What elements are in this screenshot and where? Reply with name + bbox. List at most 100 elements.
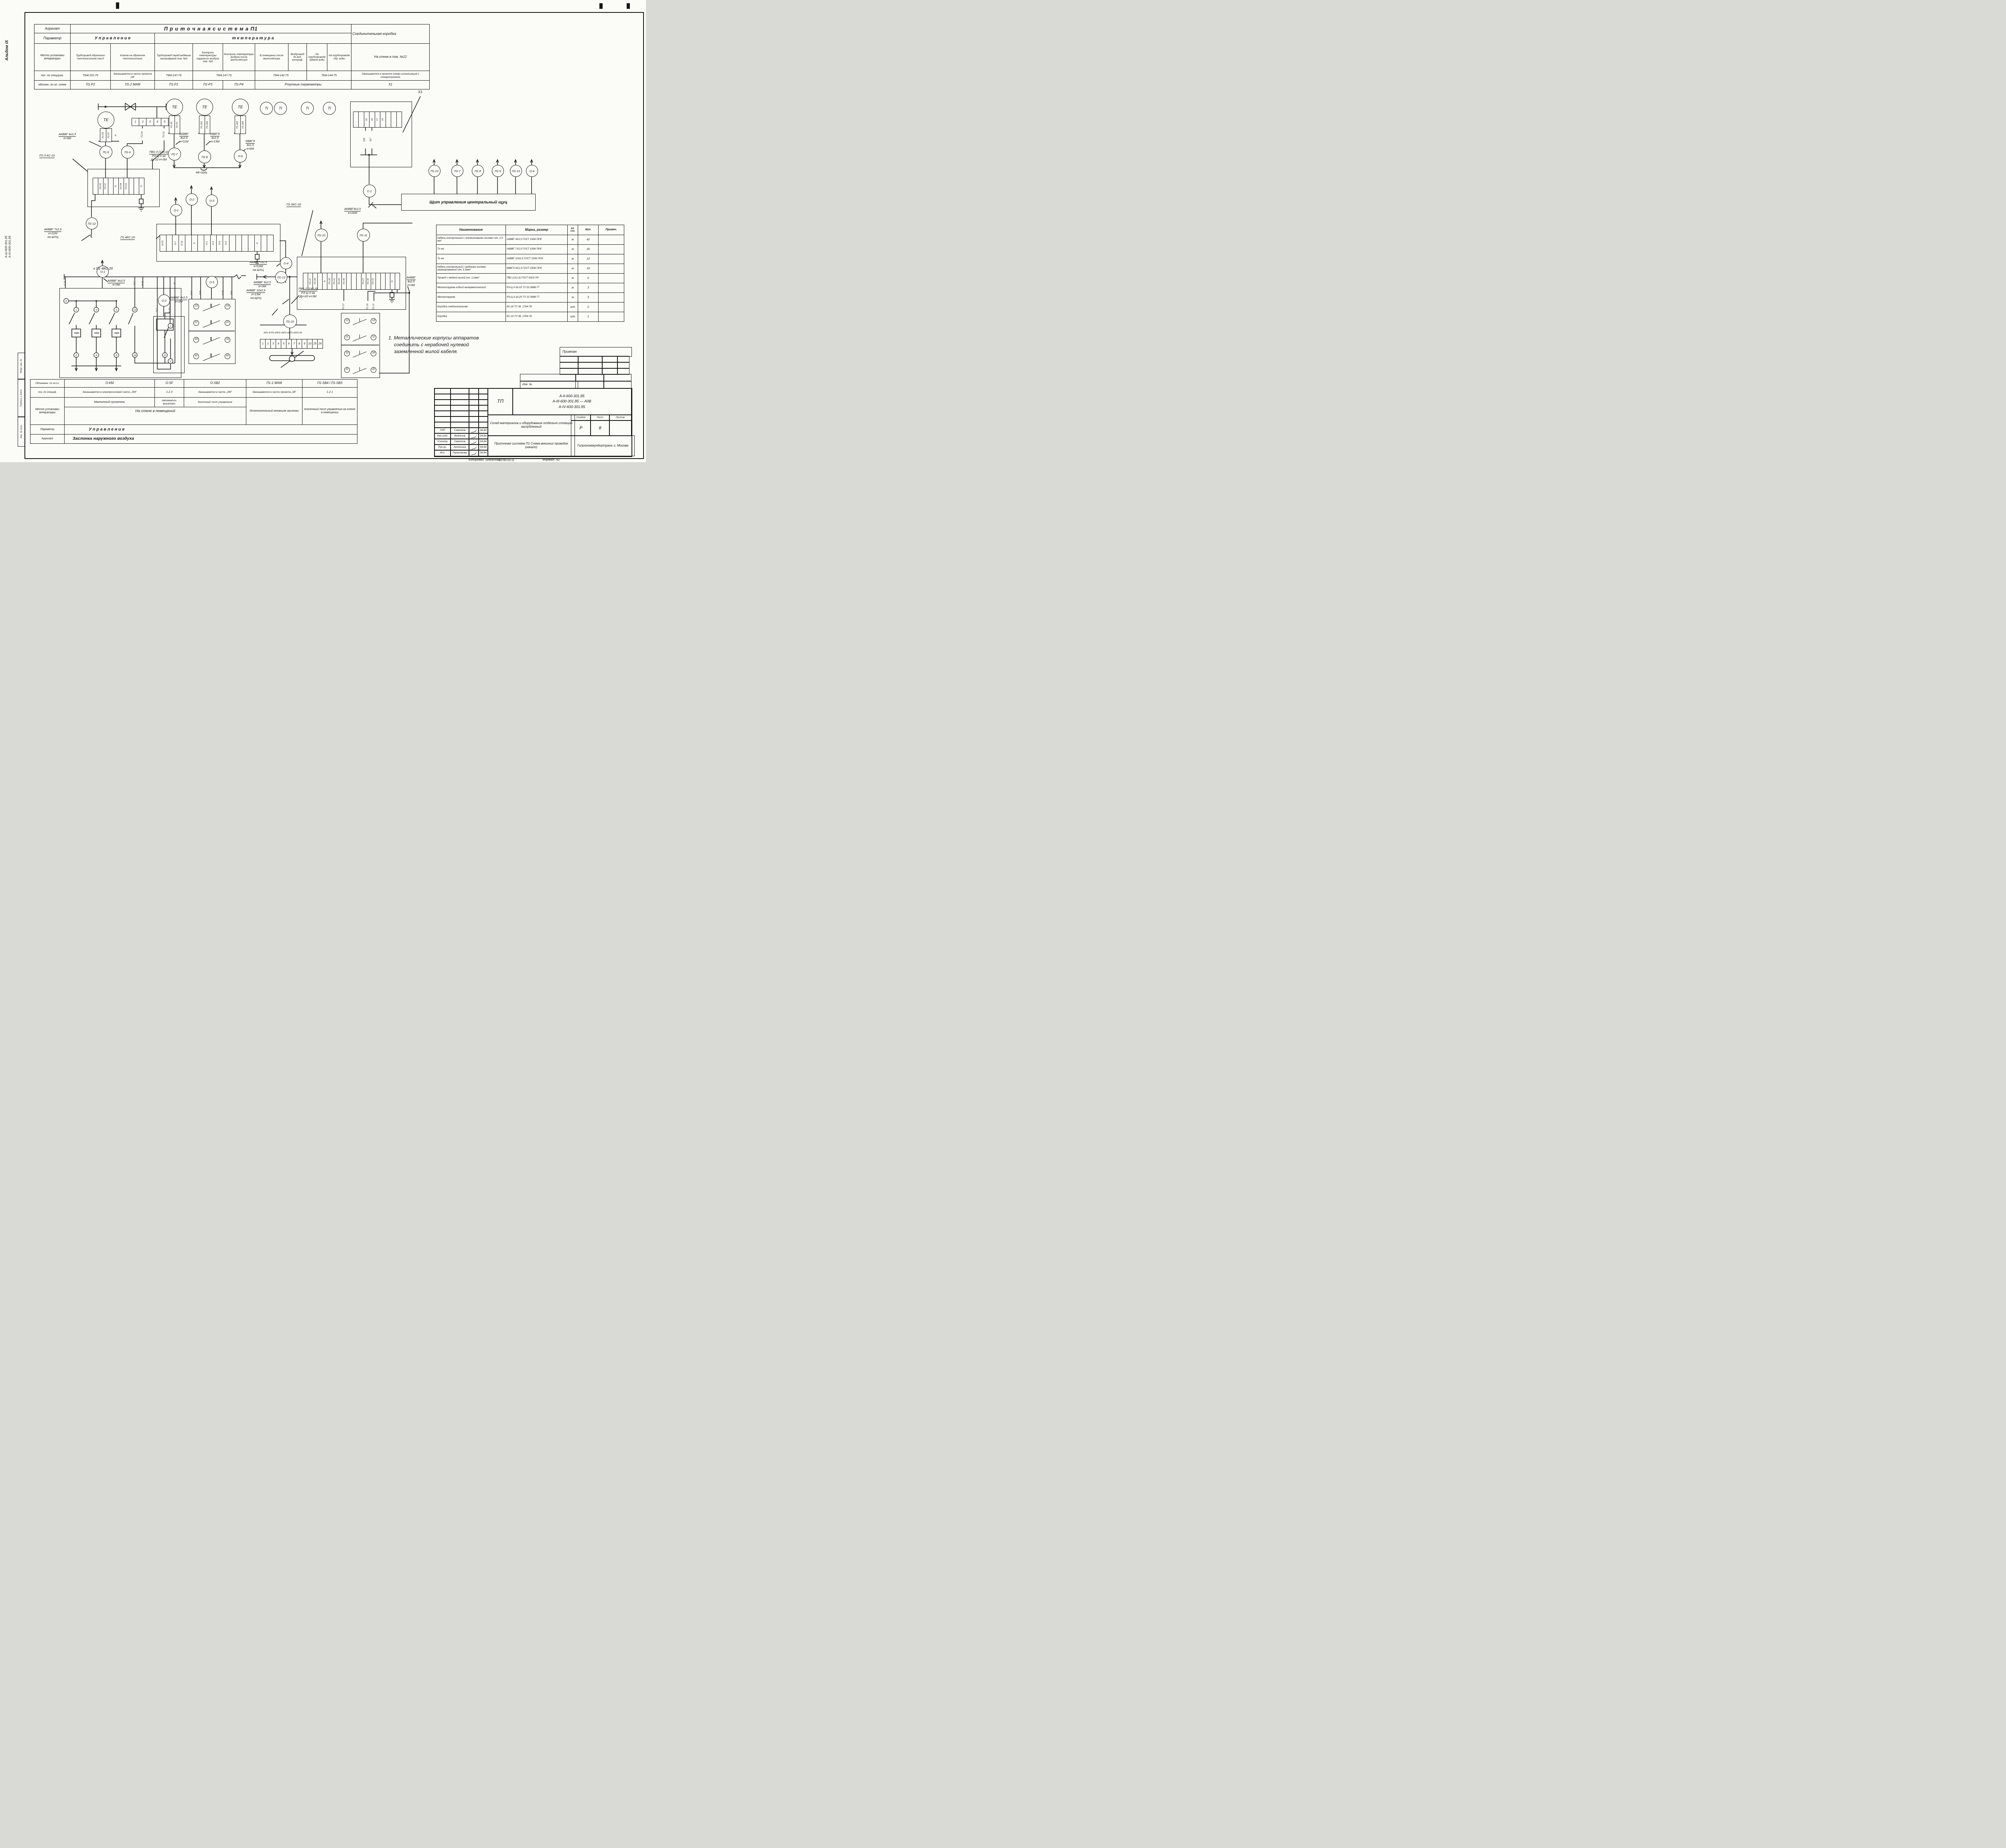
place-col2: Клапан на обратном теплоносителе [110, 43, 155, 71]
terminal-cell [318, 273, 323, 289]
btm-r2-c4: Заказывается в части проекта „08" [246, 387, 303, 398]
terminal-cell [357, 273, 361, 289]
doc-number-3: А-IV-600-301.85 [558, 404, 585, 409]
signature [469, 427, 479, 434]
terminal-cell: 17 [375, 112, 381, 127]
terminal-cell: П1-55 [98, 178, 104, 194]
terminal-cell: П1-43 [337, 273, 342, 289]
junction-box-x1 [350, 102, 412, 167]
terminal-cell: 18 [370, 112, 375, 127]
terminal-cell [261, 235, 268, 251]
ks10-wiring [81, 169, 144, 241]
cable-bubble-p-9: П-9 [234, 150, 247, 162]
place-col4: Контроль температуры наружного воздуха п… [193, 43, 223, 71]
cable-bubble-p1-6: П1-6 [121, 146, 134, 158]
parts-header-note: Примеч. [598, 225, 624, 235]
parts-row: Кабель контрольный с алюминиевыми жилами… [436, 235, 624, 245]
terminal-cell: П1-27 [361, 273, 366, 289]
sig-role: ГИП [434, 427, 451, 434]
parts-cell: шт [567, 312, 578, 322]
sig-date: 04.84 [478, 450, 488, 456]
btm-r3-label: Место установки аппаратуры [30, 397, 65, 425]
privyazan-header: Привязан [560, 347, 632, 357]
terminal-cell: N [323, 273, 328, 289]
right-sch: X1 [351, 80, 430, 89]
btm-r2-c5: 1.2.1 [302, 387, 357, 398]
parts-cell: РЗ-Ц-У-Ш-10 ТУ 22-3988-77 [506, 283, 568, 293]
sig-role: Н.контр [434, 439, 451, 445]
parts-cell: КС-10 ТУ 36. 1764-78 [506, 312, 568, 322]
mesto-label: Место установки аппаратуры [34, 43, 71, 71]
svg-text:6: 6 [116, 355, 117, 357]
contact-blade-icon [199, 353, 225, 359]
osf-pins: 1 2 [168, 323, 173, 364]
svg-text:14: 14 [134, 355, 136, 357]
cable-bubble-p1-10b: П1-10 [315, 229, 328, 242]
btm-r2-c1: Заказывается в электросиловой части „ЭМ" [64, 387, 155, 398]
contact-blade-icon [350, 367, 371, 372]
title-block [434, 388, 632, 457]
registration-mark [627, 3, 630, 9]
signature [469, 450, 479, 456]
parts-cell: КС-20 ТУ 36. 1764-78 [506, 302, 568, 312]
wire-tag-okm2: О-11 [142, 280, 144, 286]
terminal-cell: 3 [271, 339, 276, 348]
terminal-cell: П1-47 [265, 331, 272, 334]
terminal-cell: N [114, 178, 119, 194]
sheet-value: 8 [590, 420, 610, 436]
terminal-cell: П1-45 [296, 331, 302, 334]
te1-wiring [72, 125, 164, 172]
okm-pins: А 1 3 5 13 2 4 6 14 8 [63, 298, 168, 358]
callout-p1-3ks10: П1-3 КС-10 [39, 154, 55, 158]
sig-role: Рук.гр. [434, 444, 451, 451]
btm-r5-value: Заслонка наружного воздуха [64, 434, 357, 444]
terminal-cell: 1 [132, 118, 140, 126]
te-sensor-bubble: ТЕ [166, 99, 183, 116]
doc-numbers: А-II-600-301.85 А-III-600-301.85 — А0В А… [512, 388, 631, 415]
parts-row: Кабель контрольный с медными жилами экра… [436, 264, 624, 274]
callout-p1-5ks20: П1-5КС-20 [286, 203, 301, 207]
okm-internals [66, 288, 175, 372]
terminal-cell: П1-49 [313, 273, 318, 289]
contact-blade-icon [199, 337, 225, 342]
terminal-cell [129, 178, 134, 194]
terminal-cell [347, 273, 352, 289]
cable-bubble-p1-12: П1-12 [86, 217, 98, 229]
terminal-cell [229, 235, 236, 251]
terminal-cell: 19 [380, 112, 386, 127]
poz-col2: Заказывается в части проекта „08" [110, 71, 155, 81]
sig-name: Самитов [450, 427, 469, 434]
poz-col67: ТМ4-142-75 [255, 71, 307, 81]
parts-cell: Коробка соединительная [436, 302, 506, 312]
terminal-cell: П1-202 [206, 121, 209, 129]
poz-col89: ТМ4-144-75 [306, 71, 352, 81]
project-title: Склад материалов и оборудования отдельно… [487, 414, 575, 436]
terminal-cell: 2 [266, 339, 271, 348]
terminal-cell [198, 235, 205, 251]
sheets-label: Листов [609, 414, 631, 421]
button-box-osb2 [189, 299, 236, 364]
terminal-cell: N [140, 185, 143, 187]
parts-cell [598, 273, 624, 283]
wire-tag-825: 825 [363, 138, 366, 142]
wire-tag-osf1: О-Л1 [169, 307, 171, 313]
footer-copied: Копировал: Храпунова [469, 458, 500, 461]
poz-label: поз. по спецциик. [34, 71, 71, 81]
terminal-cell [386, 112, 392, 127]
terminal-cell [242, 235, 249, 251]
terminal-cell [381, 273, 386, 289]
parts-cell: 3 [578, 292, 599, 303]
bus-wiring [64, 260, 246, 316]
terminal-cell [386, 273, 390, 289]
sig-name: Антохина [450, 444, 469, 451]
control-panel-schuc: Щит управления центральный щуц [401, 194, 536, 211]
